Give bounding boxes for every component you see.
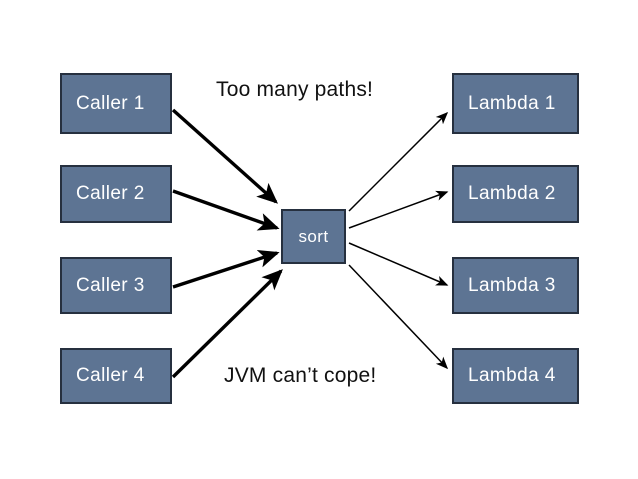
node-caller-2[interactable]: Caller 2 — [60, 165, 172, 223]
edge-sort-to-lambda-4 — [348, 264, 449, 370]
node-lambda-3[interactable]: Lambda 3 — [452, 257, 579, 314]
node-caller-2-label: Caller 2 — [76, 183, 145, 204]
node-caller-1-label: Caller 1 — [76, 92, 145, 114]
node-lambda-2-label: Lambda 2 — [468, 183, 556, 204]
node-caller-1[interactable]: Caller 1 — [60, 73, 172, 134]
node-caller-4[interactable]: Caller 4 — [60, 348, 172, 404]
node-sort-label: sort — [298, 226, 329, 246]
node-sort[interactable]: sort — [281, 209, 346, 264]
node-lambda-4-label: Lambda 4 — [468, 365, 556, 386]
annotation-jvm-cant-cope: JVM can’t cope! — [224, 364, 377, 387]
edge-sort-to-lambda-2 — [348, 190, 449, 229]
edge-caller-2-to-sort — [172, 189, 280, 231]
node-lambda-3-label: Lambda 3 — [468, 274, 556, 296]
node-lambda-4[interactable]: Lambda 4 — [452, 348, 579, 404]
node-lambda-2[interactable]: Lambda 2 — [452, 165, 579, 223]
annotation-too-many-paths: Too many paths! — [216, 78, 374, 101]
node-lambda-1-label: Lambda 1 — [468, 92, 556, 114]
edge-caller-4-to-sort — [171, 269, 283, 379]
edge-caller-3-to-sort — [172, 249, 280, 289]
node-caller-4-label: Caller 4 — [76, 365, 145, 386]
node-caller-3[interactable]: Caller 3 — [60, 257, 172, 314]
edge-caller-1-to-sort — [171, 108, 279, 204]
edge-sort-to-lambda-1 — [348, 111, 449, 212]
edge-sort-to-lambda-3 — [348, 242, 449, 286]
node-lambda-1[interactable]: Lambda 1 — [452, 73, 579, 134]
node-caller-3-label: Caller 3 — [76, 274, 145, 296]
